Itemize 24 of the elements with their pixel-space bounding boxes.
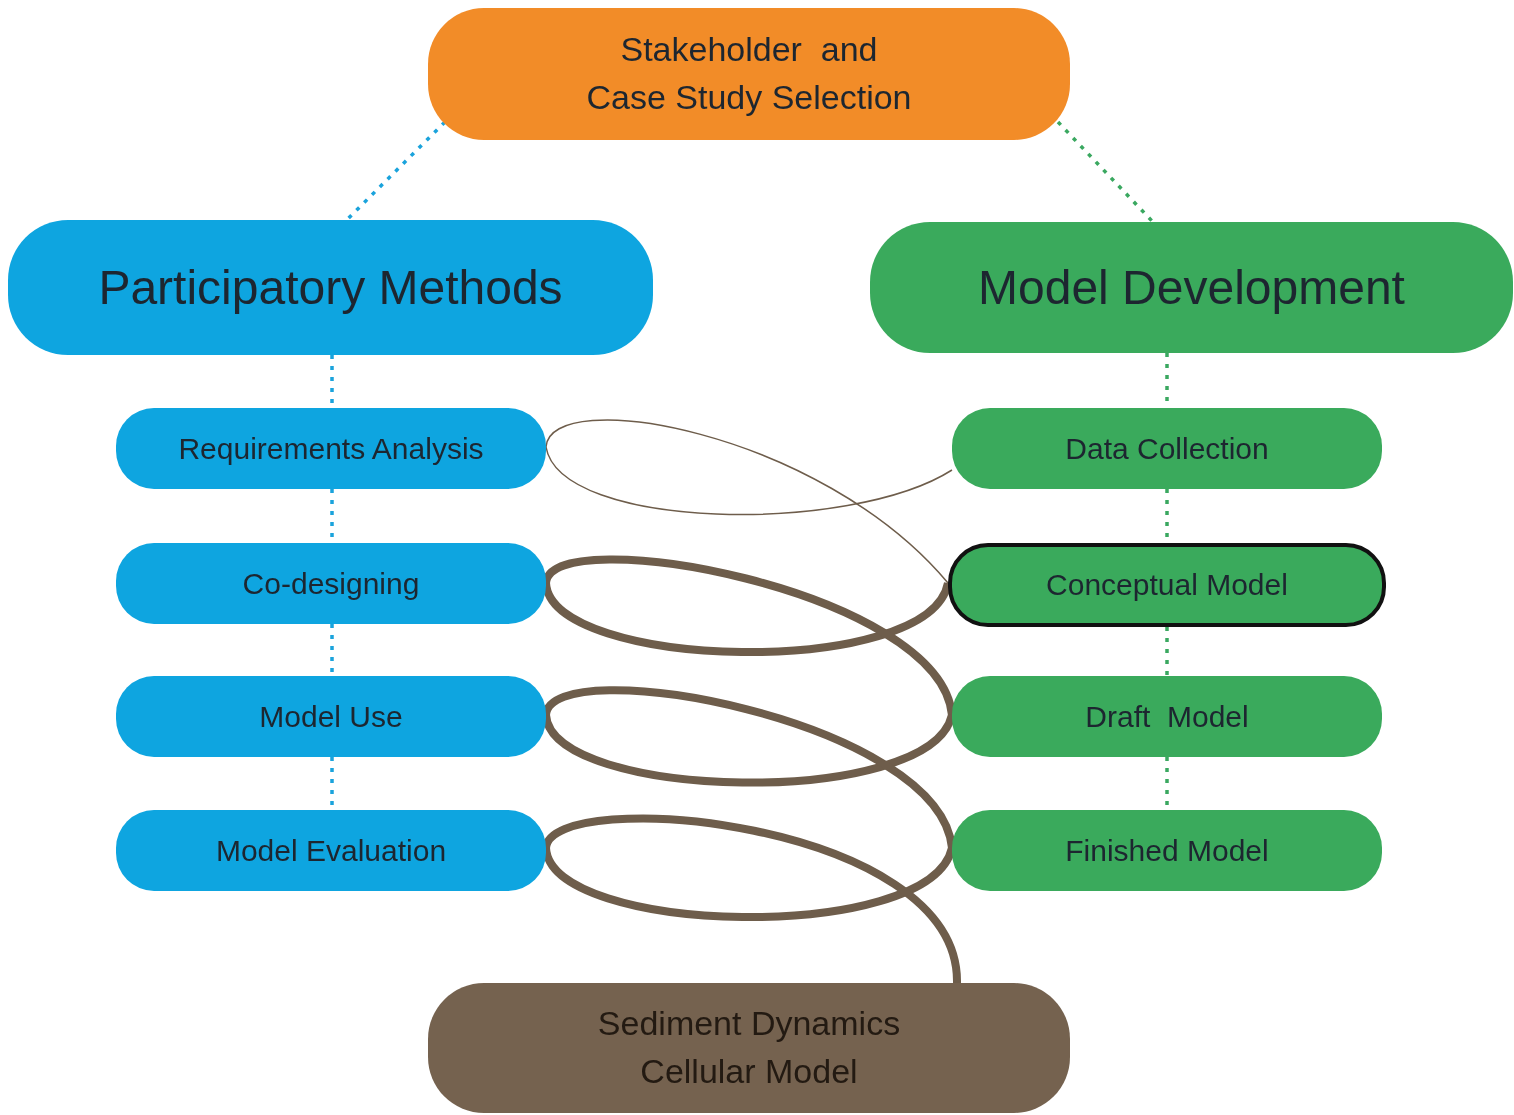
coil-line [542, 814, 961, 984]
node-label: Conceptual Model [1046, 567, 1288, 603]
dotted-connector [1056, 120, 1155, 224]
node-label: Finished Model [1065, 832, 1269, 869]
step-box [952, 676, 1382, 757]
coil-line [545, 446, 953, 515]
dotted-connector [345, 120, 447, 222]
node-label: Model Development [978, 259, 1405, 316]
step-box [116, 543, 546, 624]
node-label: Model Use [259, 698, 403, 735]
process-box [428, 8, 1070, 140]
step-box [952, 810, 1382, 891]
node-label: Sediment Dynamics Cellular Model [596, 1003, 902, 1092]
node-label: Co-designing [242, 565, 420, 602]
category-box [870, 222, 1513, 353]
node-label: Stakeholder and Case Study Selection [585, 29, 913, 118]
node-label: Model Evaluation [215, 832, 447, 869]
node-label: Draft Model [1085, 698, 1249, 735]
coil-line [545, 419, 949, 584]
node-label: Participatory Methods [98, 259, 563, 316]
step-box [952, 408, 1382, 489]
node-label: Requirements Analysis [178, 430, 484, 467]
node-label: Data Collection [1065, 430, 1269, 467]
dotted-connector [1165, 627, 1169, 676]
